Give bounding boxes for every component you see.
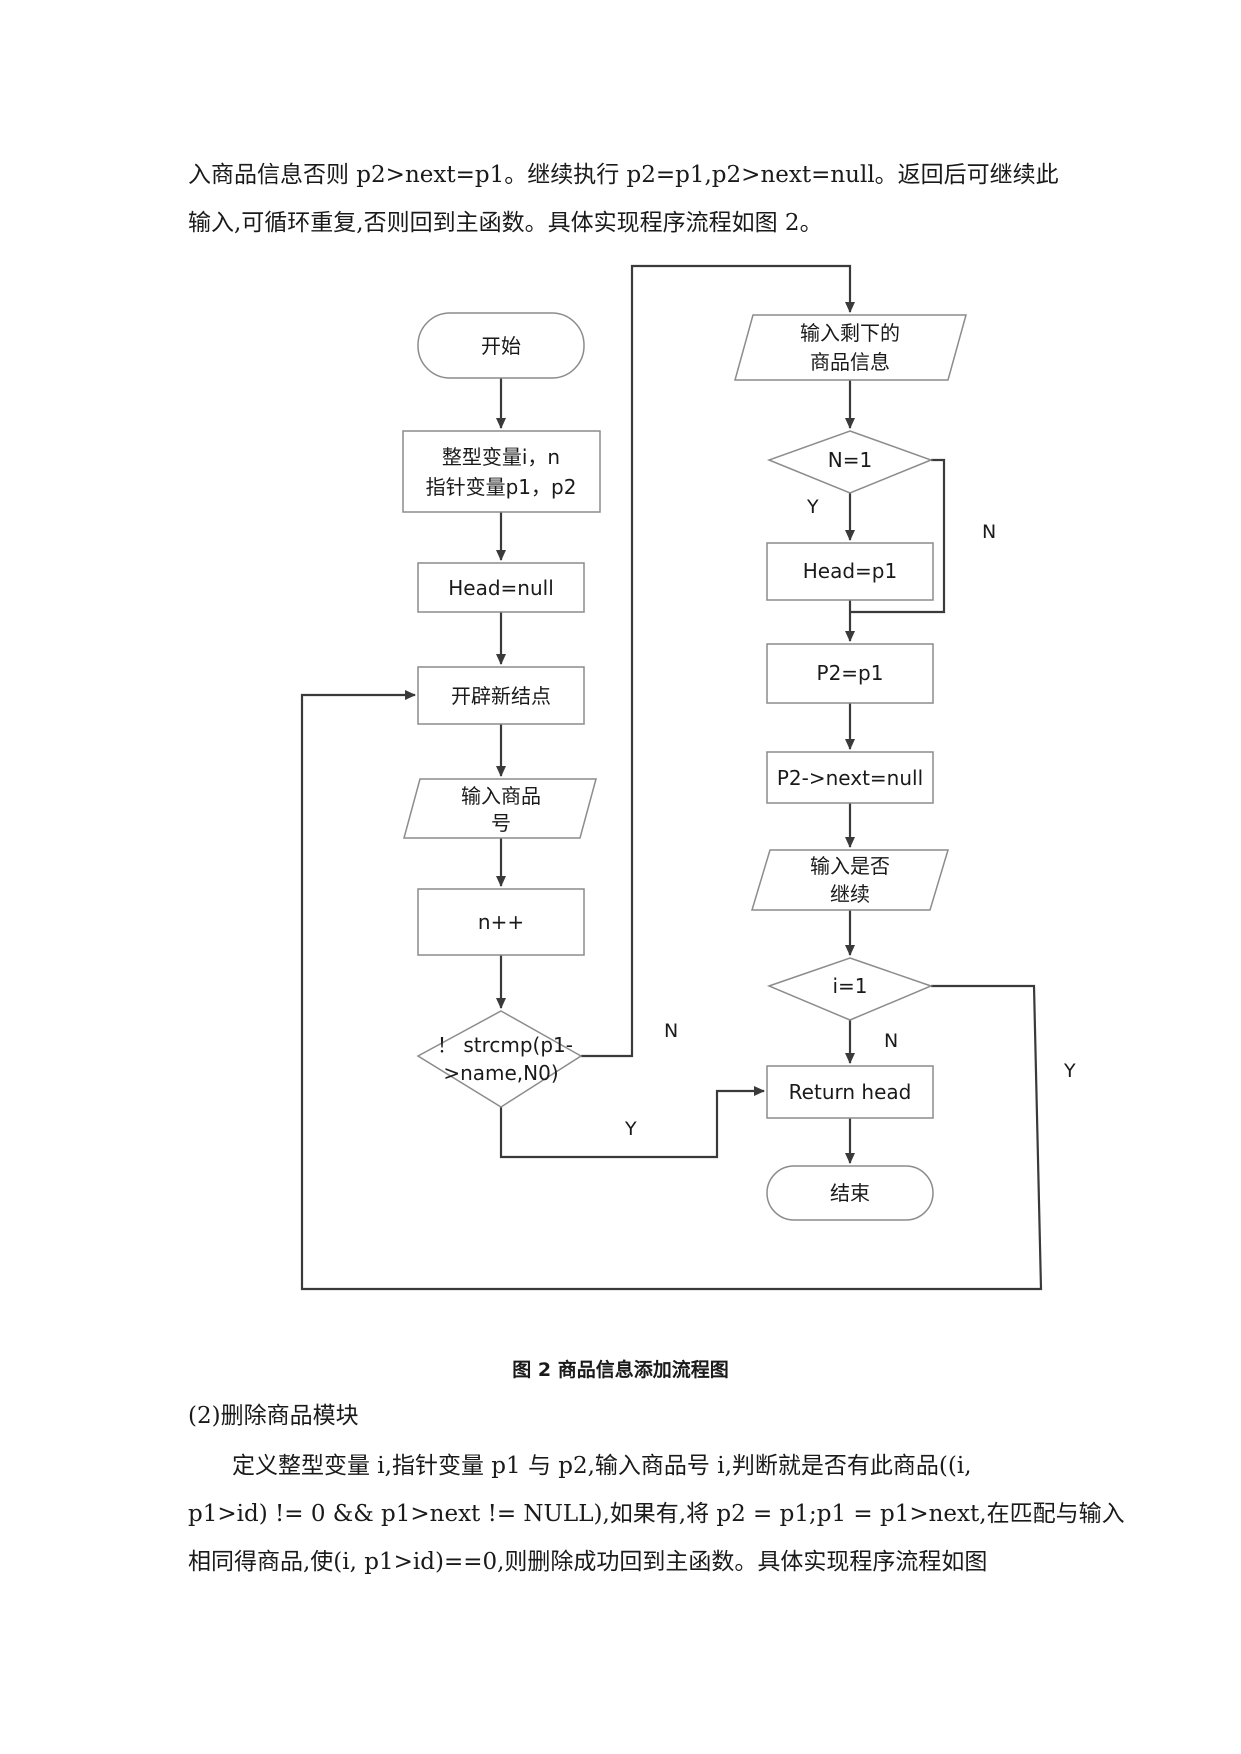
arrow-i-eq-1-yes-loop-to-new-node <box>300 690 1043 1291</box>
node-declare-label-1: 整型变量i，n <box>442 445 560 469</box>
node-strcmp-decision: ！ strcmp(p1- >name,N0) <box>416 1010 583 1108</box>
node-strcmp-label-2: >name,N0) <box>443 1061 558 1085</box>
node-n-inc-label: n++ <box>478 910 524 934</box>
node-declare: 整型变量i，n 指针变量p1，p2 <box>402 430 601 513</box>
node-input-continue-label-1: 输入是否 <box>810 854 890 878</box>
figure-caption: 图 2 商品信息添加流程图 <box>512 1359 729 1381</box>
node-return-head: Return head <box>766 1065 934 1119</box>
node-input-rest-label-1: 输入剩下的 <box>800 321 900 345</box>
node-input-continue-label-2: 继续 <box>830 882 870 906</box>
node-head-null: Head=null <box>417 562 585 613</box>
body-line-2: p1>id) != 0 && p1>next != NULL),如果有,将 p2… <box>188 1501 1125 1527</box>
strcmp-yes-label: Y <box>624 1118 637 1140</box>
arrow-strcmp-yes-to-return <box>499 1086 765 1159</box>
node-head-p1-label: Head=p1 <box>803 559 897 583</box>
n-eq-1-no-label: N <box>982 521 996 543</box>
node-end-label: 结束 <box>830 1181 870 1205</box>
node-head-null-label: Head=null <box>448 576 554 600</box>
node-n-inc: n++ <box>417 888 585 956</box>
node-p2-p1-label: P2=p1 <box>817 661 884 685</box>
node-head-p1: Head=p1 <box>766 542 934 601</box>
line-n-eq-1-no-bypass <box>850 458 946 614</box>
intro-line-1: 入商品信息否则 p2>next=p1。继续执行 p2=p1,p2>next=nu… <box>188 162 1059 188</box>
i-eq-1-yes-label: Y <box>1063 1060 1076 1082</box>
arrow-strcmp-no-to-input-rest <box>581 264 855 1058</box>
node-end: 结束 <box>766 1165 934 1221</box>
node-n-eq-1-label: N=1 <box>828 448 872 472</box>
i-eq-1-no-label: N <box>884 1030 898 1052</box>
node-new-node-label: 开辟新结点 <box>451 684 551 708</box>
node-p2-p1: P2=p1 <box>766 643 934 704</box>
node-input-id: 输入商品 号 <box>403 778 597 839</box>
n-eq-1-yes-label: Y <box>806 496 819 518</box>
strcmp-no-label: N <box>664 1020 678 1042</box>
node-declare-label-2: 指针变量p1，p2 <box>426 475 577 499</box>
node-start-label: 开始 <box>481 334 521 358</box>
node-strcmp-label-1: ！ strcmp(p1- <box>437 1033 573 1057</box>
body-line-1: 定义整型变量 i,指针变量 p1 与 p2,输入商品号 i,判断就是否有此商品(… <box>232 1453 972 1479</box>
node-input-continue: 输入是否 继续 <box>750 849 950 911</box>
node-input-rest: 输入剩下的 商品信息 <box>734 314 967 381</box>
node-n-eq-1-decision: N=1 <box>766 430 934 494</box>
node-p2-next-null: P2->next=null <box>766 751 934 804</box>
section-heading: (2)删除商品模块 <box>188 1403 359 1429</box>
node-input-id-label-2: 号 <box>491 811 511 835</box>
node-new-node: 开辟新结点 <box>417 666 585 725</box>
node-i-eq-1-label: i=1 <box>832 974 867 998</box>
node-i-eq-1-decision: i=1 <box>766 957 934 1021</box>
flowchart: 开始 整型变量i，n 指针变量p1，p2 Head=null 开辟新结点 输入商… <box>300 264 1076 1291</box>
body-line-3: 相同得商品,使(i, p1>id)==0,则删除成功回到主函数。具体实现程序流程… <box>188 1549 988 1575</box>
node-input-id-label-1: 输入商品 <box>461 784 541 808</box>
node-input-rest-label-2: 商品信息 <box>810 350 890 374</box>
node-return-head-label: Return head <box>789 1080 912 1104</box>
node-p2-next-null-label: P2->next=null <box>777 766 923 790</box>
node-start: 开始 <box>417 312 585 379</box>
connectors <box>300 264 1043 1291</box>
intro-line-2: 输入,可循环重复,否则回到主函数。具体实现程序流程如图 2。 <box>188 210 823 236</box>
